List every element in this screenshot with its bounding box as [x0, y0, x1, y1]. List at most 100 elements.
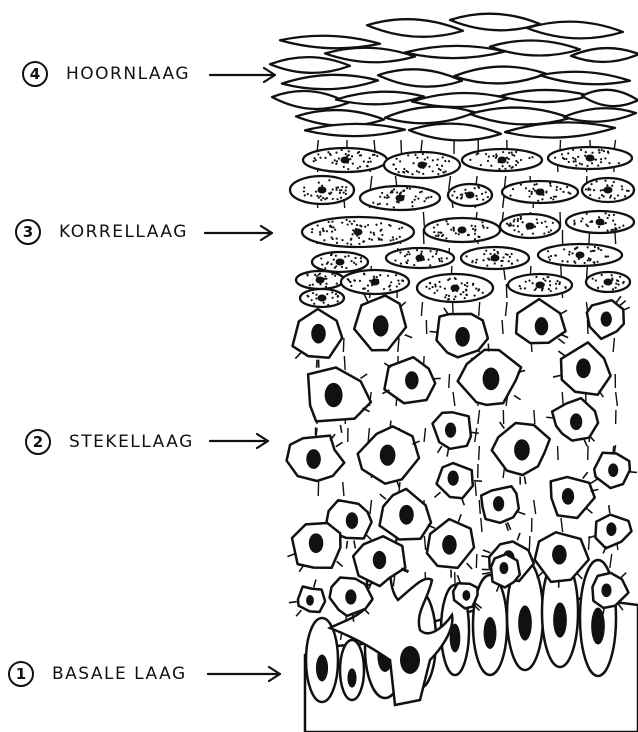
- bridge-line: [475, 482, 476, 496]
- keratohyalin-granule: [425, 286, 427, 288]
- granular-nucleus: [416, 255, 425, 262]
- granular-nucleus: [458, 227, 467, 234]
- keratohyalin-granule: [367, 161, 369, 163]
- keratohyalin-granule: [485, 250, 487, 252]
- keratohyalin-granule: [515, 160, 517, 162]
- bridge-line: [343, 482, 344, 496]
- keratohyalin-granule: [593, 261, 595, 263]
- keratohyalin-granule: [487, 160, 489, 162]
- keratohyalin-granule: [339, 192, 341, 194]
- keratohyalin-granule: [549, 182, 551, 184]
- bridge-line: [479, 500, 480, 514]
- spinous-nucleus: [373, 551, 386, 569]
- keratohyalin-granule: [448, 295, 450, 297]
- keratohyalin-granule: [590, 250, 592, 252]
- spinous-nucleus: [442, 535, 457, 555]
- keratohyalin-granule: [598, 248, 600, 250]
- keratohyalin-granule: [613, 181, 615, 183]
- keratohyalin-granule: [322, 197, 324, 199]
- spinous-spike: [629, 472, 637, 473]
- keratohyalin-granule: [466, 282, 468, 284]
- keratohyalin-granule: [548, 231, 550, 233]
- granular-nucleus: [604, 279, 613, 286]
- keratohyalin-granule: [445, 237, 447, 239]
- keratohyalin-granule: [502, 151, 504, 153]
- keratohyalin-granule: [350, 238, 352, 240]
- keratohyalin-granule: [444, 287, 446, 289]
- keratohyalin-granule: [536, 218, 538, 220]
- keratohyalin-granule: [335, 187, 337, 189]
- keratohyalin-granule: [465, 289, 467, 291]
- spinous-spike: [337, 561, 343, 566]
- keratohyalin-granule: [386, 197, 388, 199]
- arrow: [210, 68, 275, 82]
- keratohyalin-granule: [340, 197, 342, 199]
- spinous-spike: [390, 421, 391, 429]
- spinous-spike: [586, 508, 592, 513]
- keratohyalin-granule: [598, 149, 600, 151]
- keratohyalin-granule: [483, 253, 485, 255]
- keratohyalin-granule: [584, 262, 586, 264]
- spinous-nucleus: [309, 533, 324, 553]
- keratohyalin-granule: [311, 231, 313, 233]
- spinous-nucleus: [445, 422, 456, 437]
- keratohyalin-granule: [474, 238, 476, 240]
- keratohyalin-granule: [550, 197, 552, 199]
- keratohyalin-granule: [586, 213, 588, 215]
- keratohyalin-granule: [600, 189, 602, 191]
- keratohyalin-granule: [343, 166, 345, 168]
- keratohyalin-granule: [377, 203, 379, 205]
- keratohyalin-granule: [402, 190, 404, 192]
- bridge-line: [344, 356, 345, 370]
- keratohyalin-granule: [601, 285, 603, 287]
- keratohyalin-granule: [399, 160, 401, 162]
- spinous-spike: [458, 514, 461, 522]
- keratohyalin-granule: [477, 236, 479, 238]
- keratohyalin-granule: [545, 190, 547, 192]
- keratohyalin-granule: [474, 225, 476, 227]
- keratohyalin-granule: [520, 216, 522, 218]
- horny-scale: [582, 90, 638, 106]
- keratohyalin-granule: [337, 295, 339, 297]
- keratohyalin-granule: [511, 154, 513, 156]
- keratohyalin-granule: [591, 162, 593, 164]
- keratohyalin-granule: [303, 187, 305, 189]
- keratohyalin-granule: [622, 282, 624, 284]
- bridge-line: [506, 284, 507, 298]
- keratohyalin-granule: [617, 194, 619, 196]
- keratohyalin-granule: [501, 165, 503, 167]
- keratohyalin-granule: [444, 296, 446, 298]
- keratohyalin-granule: [534, 289, 536, 291]
- keratohyalin-granule: [397, 280, 399, 282]
- keratohyalin-granule: [415, 195, 417, 197]
- keratohyalin-granule: [319, 231, 321, 233]
- spinous-spike: [518, 512, 525, 515]
- spinous-spike: [289, 602, 297, 603]
- spinous-nucleus: [462, 590, 470, 601]
- keratohyalin-granule: [590, 258, 592, 260]
- keratohyalin-granule: [413, 264, 415, 266]
- keratohyalin-granule: [555, 189, 557, 191]
- spinous-spike: [591, 479, 598, 483]
- keratohyalin-granule: [401, 227, 403, 229]
- spinous-nucleus: [311, 324, 326, 344]
- keratohyalin-granule: [600, 158, 602, 160]
- basal-nucleus: [518, 605, 532, 640]
- keratohyalin-granule: [369, 160, 371, 162]
- keratohyalin-granule: [404, 255, 406, 257]
- granular-nucleus: [336, 259, 345, 266]
- keratohyalin-granule: [353, 220, 355, 222]
- keratohyalin-granule: [405, 170, 407, 172]
- keratohyalin-granule: [492, 155, 494, 157]
- keratohyalin-granule: [445, 294, 447, 296]
- spinous-nucleus: [373, 315, 389, 336]
- keratohyalin-granule: [595, 180, 597, 182]
- keratohyalin-granule: [435, 235, 437, 237]
- spinous-spike: [434, 492, 440, 497]
- keratohyalin-granule: [524, 287, 526, 289]
- bridge-line: [423, 212, 424, 226]
- keratohyalin-granule: [544, 220, 546, 222]
- spinous-nucleus: [346, 512, 358, 529]
- keratohyalin-granule: [327, 151, 329, 153]
- bridge-line: [610, 554, 612, 568]
